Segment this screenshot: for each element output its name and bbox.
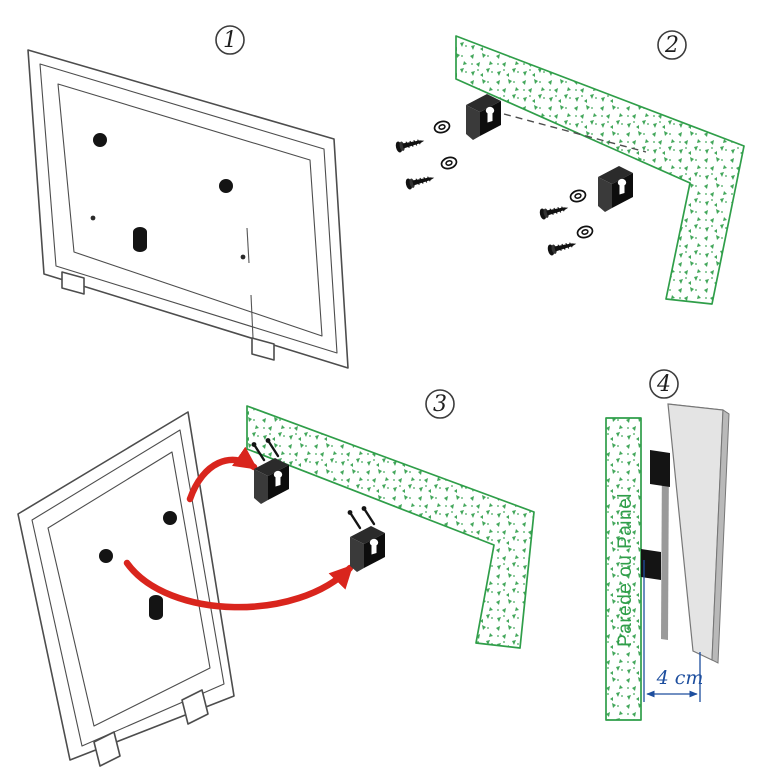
- tv-screen-edge: [711, 409, 730, 664]
- mounting-bracket-with-screws: [347, 506, 385, 572]
- screw-hole: [90, 215, 96, 221]
- step-1-badge: 1: [215, 25, 245, 55]
- step-badge-circle: [425, 389, 455, 419]
- washer-icon: [575, 223, 595, 241]
- mount-cylinder: [149, 595, 163, 620]
- washer-icon: [568, 187, 588, 205]
- mount-rail: [661, 455, 669, 640]
- step-1-number: 1: [223, 28, 237, 53]
- step-badge-circle: [215, 25, 245, 55]
- mounting-bracket-icon: [598, 166, 633, 212]
- mounting-bracket-icon: [466, 94, 501, 140]
- step-3-number: 3: [433, 392, 447, 417]
- mounting-bracket-icon: [350, 526, 385, 572]
- step-badge-circle: [657, 30, 687, 60]
- screw-icon: [404, 171, 437, 191]
- screw-icon: [546, 237, 579, 257]
- step-1: 1: [27, 25, 349, 369]
- wall-cross-section: [605, 417, 642, 721]
- screw-icon: [394, 134, 427, 154]
- tv-outer-frame: [27, 49, 349, 369]
- washer-icon: [439, 154, 459, 172]
- tv-foot-right: [251, 337, 275, 361]
- tv-side-view: [667, 403, 730, 664]
- panel-seam: [250, 294, 254, 339]
- mount-boss: [99, 549, 113, 563]
- tv-foot: [181, 689, 209, 725]
- mount-hook-top: [650, 450, 670, 487]
- tv-back-view: [27, 49, 349, 369]
- alignment-dashed-line: [503, 113, 647, 153]
- step-badge-circle: [649, 369, 679, 399]
- tv-mid-frame: [39, 63, 338, 354]
- mount-boss-top-right: [219, 179, 233, 193]
- step-2-badge: 2: [657, 30, 687, 60]
- step-3: 3: [17, 389, 535, 767]
- wall-panel: [455, 35, 745, 305]
- wall-label: Parede ou Painel: [615, 493, 636, 647]
- tv-back-view-tilted: [17, 411, 235, 767]
- mounting-bracket-icon: [254, 458, 289, 504]
- step-4-badge: 4: [649, 369, 679, 399]
- step-3-badge: 3: [425, 389, 455, 419]
- mount-hook-bottom: [641, 549, 661, 580]
- screw-icon: [538, 201, 571, 221]
- tv-back-panel: [57, 83, 323, 337]
- curved-arrow-icon: [123, 559, 354, 611]
- screw-hole: [240, 254, 246, 260]
- curved-arrow-icon: [186, 446, 258, 503]
- step-4: 4 Parede ou Painel 4 cm: [605, 369, 730, 721]
- wall-panel: [246, 405, 535, 649]
- tv-mid-frame: [31, 429, 225, 747]
- panel-seam: [246, 227, 250, 264]
- tv-foot-left: [61, 271, 85, 295]
- mounting-bracket-with-screws: [251, 438, 289, 504]
- mount-cylinder: [133, 227, 147, 252]
- step-4-number: 4: [656, 372, 671, 397]
- tv-foot: [93, 731, 121, 767]
- dimension-label: 4 cm: [656, 667, 704, 689]
- step-2: 2: [394, 30, 745, 305]
- mount-boss: [163, 511, 177, 525]
- mount-boss-top-left: [93, 133, 107, 147]
- washer-icon: [432, 118, 452, 136]
- tv-back-panel: [47, 451, 211, 727]
- dimension-4cm: 4 cm: [643, 560, 704, 702]
- step-2-number: 2: [664, 33, 679, 58]
